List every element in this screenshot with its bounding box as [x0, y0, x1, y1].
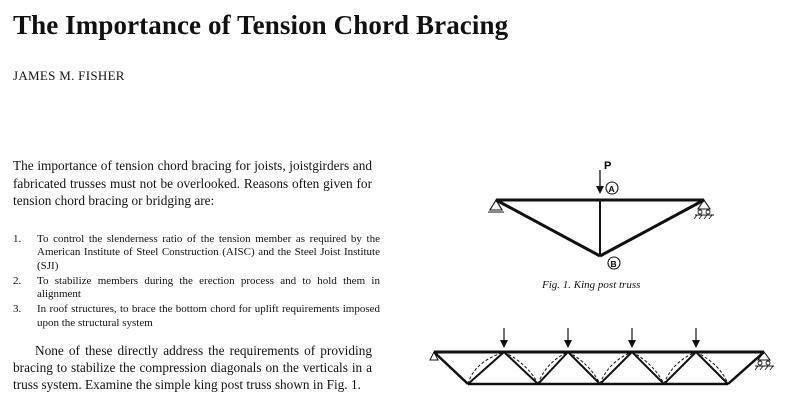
roller-wheel	[697, 209, 703, 215]
node-b-label: B	[611, 259, 617, 269]
warren-truss-drawing	[429, 328, 774, 386]
node-a-label: A	[609, 184, 615, 194]
roller-support-right	[696, 199, 712, 210]
bottom-chord-left	[495, 198, 601, 258]
figure-warren-truss	[428, 322, 780, 406]
intro-paragraph: The importance of tension chord bracing …	[13, 158, 372, 208]
pin-support-left	[429, 350, 439, 361]
author-name: JAMES M. FISHER	[13, 68, 125, 83]
load-label: P	[604, 160, 611, 172]
end-diagonal-left	[433, 351, 469, 385]
reasons-list: 1. To control the slenderness ratio of t…	[13, 233, 380, 332]
king-post-truss-drawing: P A B	[488, 160, 714, 270]
list-item-number: 3.	[13, 303, 22, 316]
web-diagonals	[467, 351, 729, 385]
roller-wheel	[705, 209, 711, 215]
bottom-chord-right	[599, 198, 705, 258]
node-b-marker	[607, 256, 621, 270]
load-arrows	[500, 328, 700, 348]
list-item-number: 1.	[13, 233, 22, 245]
node-a-marker	[605, 181, 619, 195]
roller-support-right	[754, 351, 774, 371]
list-item-text: To control the slenderness ratio of the …	[37, 233, 380, 272]
list-item-text: In roof structures, to brace the bottom …	[37, 303, 380, 329]
list-item-text: To stabilize members during the erection…	[37, 274, 380, 301]
figure-king-post-truss: P A B	[482, 152, 722, 278]
article-title: The Importance of Tension Chord Bracing	[13, 10, 509, 40]
body-paragraph: None of these directly address the requi…	[13, 343, 372, 392]
list-item-number: 2.	[13, 274, 22, 287]
list-item: 3. In roof structures, to brace the bott…	[13, 303, 380, 330]
list-item: 1. To control the slenderness ratio of t…	[13, 233, 380, 273]
load-arrow-head	[596, 186, 604, 194]
pin-support-left	[489, 198, 503, 211]
figure-caption: Fig. 1. King post truss	[542, 279, 641, 291]
list-item: 2. To stabilize members during the erect…	[13, 275, 380, 302]
buckled-diagonals	[467, 351, 729, 385]
end-diagonal-right	[727, 351, 765, 385]
